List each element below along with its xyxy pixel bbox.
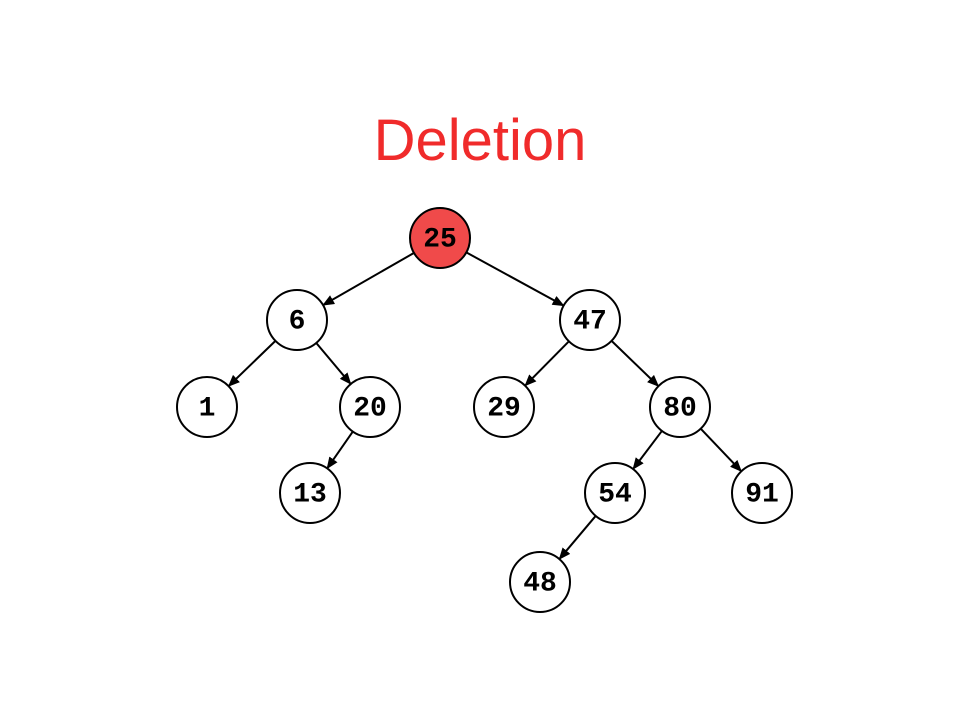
tree-node-91: 91 (731, 462, 793, 524)
edge-25-to-6 (322, 252, 415, 306)
node-circle (176, 376, 238, 438)
tree-node-47: 47 (559, 289, 621, 351)
edge-25-to-47 (465, 251, 565, 307)
tree-node-80: 80 (649, 376, 711, 438)
node-circle (509, 551, 571, 613)
node-label: 1 (199, 393, 216, 424)
node-label: 6 (289, 306, 306, 337)
tree-node-29: 29 (473, 376, 535, 438)
edge-20-to-13 (326, 431, 354, 470)
node-circle (649, 376, 711, 438)
node-circle (339, 376, 401, 438)
node-circle (266, 289, 328, 351)
node-label: 29 (487, 393, 521, 424)
node-label: 13 (293, 479, 327, 510)
node-label: 80 (663, 393, 697, 424)
node-circle (731, 462, 793, 524)
edge-6-to-1 (227, 340, 277, 387)
node-label: 48 (523, 568, 557, 599)
node-label: 20 (353, 393, 387, 424)
slide-title: Deletion (373, 108, 587, 173)
node-circle (473, 376, 535, 438)
node-label: 47 (573, 306, 607, 337)
tree-node-20: 20 (339, 376, 401, 438)
node-circle (279, 462, 341, 524)
nodes-layer: 25 6 47 1 20 29 80 13 54 91 48 (176, 207, 793, 613)
tree-node-6: 6 (266, 289, 328, 351)
node-label: 25 (423, 224, 457, 255)
tree-node-1: 1 (176, 376, 238, 438)
highlighted-node-circle (409, 207, 471, 269)
tree-node-48: 48 (509, 551, 571, 613)
edge-54-to-48 (558, 515, 597, 560)
tree-node-13: 13 (279, 462, 341, 524)
edges-layer (227, 251, 743, 560)
edge-47-to-80 (610, 340, 660, 387)
edge-80-to-91 (699, 428, 743, 473)
node-circle (559, 289, 621, 351)
tree-node-25: 25 (409, 207, 471, 269)
node-label: 54 (598, 479, 632, 510)
tree-node-54: 54 (584, 462, 646, 524)
node-label: 91 (745, 479, 779, 510)
edge-6-to-20 (315, 342, 352, 385)
edge-47-to-29 (524, 340, 570, 387)
node-circle (584, 462, 646, 524)
edge-80-to-54 (632, 430, 663, 470)
